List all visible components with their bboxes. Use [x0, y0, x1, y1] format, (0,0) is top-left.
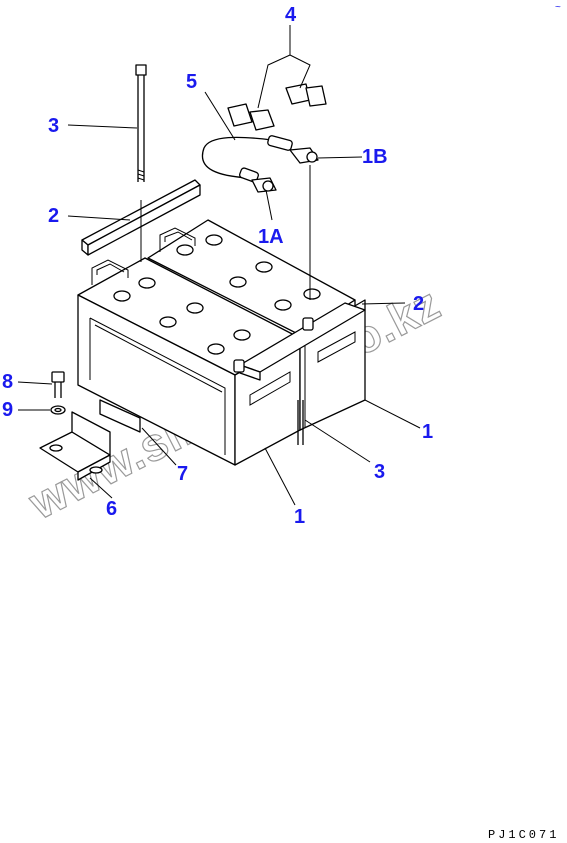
battery-front [77, 257, 301, 466]
mounting-bracket [39, 411, 111, 481]
washer [50, 405, 66, 415]
callout-7: 7 [177, 463, 188, 485]
j-bolt-right [297, 165, 311, 445]
callout-3-top: 3 [48, 115, 59, 137]
battery-cable [201, 135, 293, 183]
callout-2-left: 2 [48, 205, 59, 227]
callout-4: 4 [285, 4, 297, 26]
callout-6: 6 [106, 498, 117, 520]
callout-1a: 1A [258, 226, 284, 248]
callout-labels: 4 5 3 1B 1A 2 2 8 9 1 3 7 1 6 [2, 4, 433, 528]
callout-8: 8 [2, 371, 13, 393]
terminal-clamp-1a [251, 177, 277, 193]
callout-1-bottom: 1 [294, 506, 305, 528]
terminal-caps [227, 83, 327, 131]
callout-1b: 1B [362, 146, 388, 168]
callout-1-right: 1 [422, 421, 433, 443]
leader-lines [17, 25, 421, 506]
bolt [51, 371, 65, 398]
corner-mark: ~ [555, 2, 561, 13]
battery-terminals [233, 317, 314, 373]
callout-3-bottom: 3 [374, 461, 385, 483]
terminal-clamp-1b [289, 147, 319, 164]
callout-5: 5 [186, 71, 197, 93]
j-bolt-top [135, 64, 147, 262]
callout-9: 9 [2, 399, 13, 421]
callout-2-right: 2 [413, 293, 424, 315]
battery-pad [99, 399, 141, 433]
drawing-code: PJ1C071 [488, 828, 559, 842]
